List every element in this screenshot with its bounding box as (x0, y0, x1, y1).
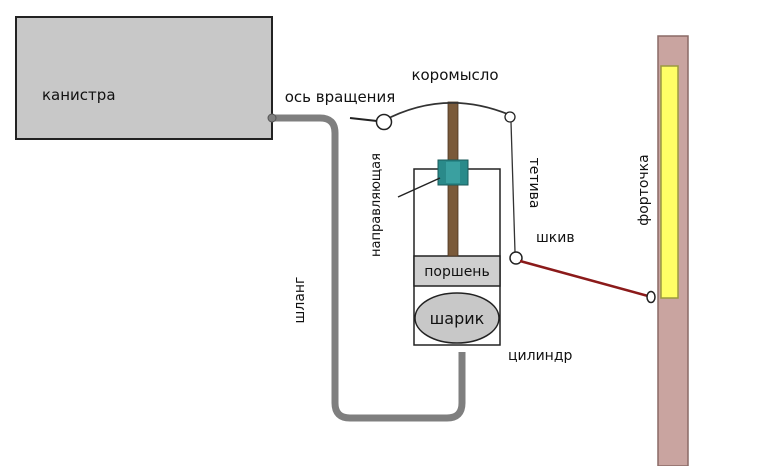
pivot (375, 113, 393, 131)
window-sash (660, 65, 679, 299)
window-cord (519, 259, 649, 298)
piston (413, 255, 501, 287)
guide-leader (397, 177, 441, 198)
canister (15, 16, 273, 140)
pivot-label: ось вращения (285, 88, 396, 106)
pulley-label: шкив (536, 230, 575, 246)
guide-bushing-inner (446, 162, 460, 183)
piston-label: поршень (424, 264, 489, 280)
pulley (509, 251, 523, 265)
canister-label: канистра (42, 86, 116, 104)
pivot-leader (349, 117, 378, 122)
ball-label: шарик (430, 309, 485, 328)
ball (414, 292, 500, 344)
rocker-arm (382, 102, 511, 122)
guide-label: направляющая (369, 153, 384, 257)
canister-outlet (267, 113, 277, 123)
hose-label: шланг (292, 277, 308, 324)
window-label: форточка (636, 154, 652, 225)
hose (272, 114, 466, 422)
cylinder-label: цилиндр (508, 348, 573, 364)
rocker-label: коромысло (411, 66, 498, 84)
rocker-end (504, 111, 516, 123)
bowstring-label: тетива (526, 158, 542, 209)
window-hook (646, 290, 656, 304)
bowstring (510, 121, 516, 253)
